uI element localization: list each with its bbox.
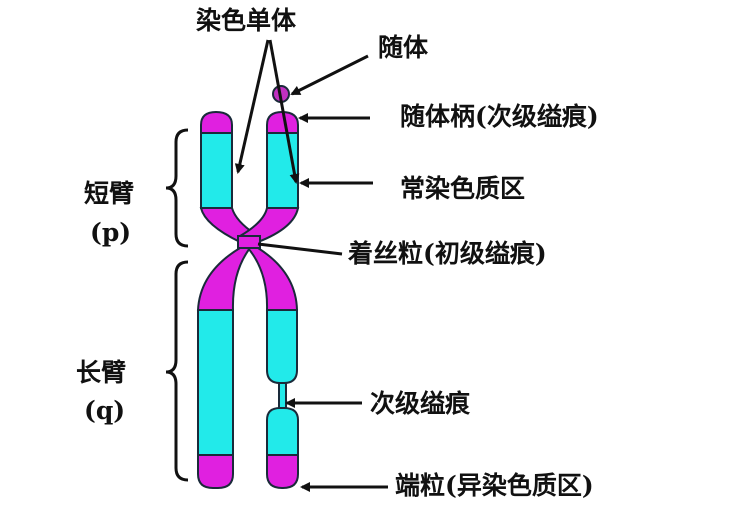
upper-left-arm-telomere <box>200 110 233 134</box>
centromere <box>237 235 261 249</box>
chromatid-arrow-right <box>268 39 300 184</box>
centromere-label: 着丝粒(初级缢痕) <box>348 239 547 268</box>
short-arm-label: 短臂 <box>84 179 135 208</box>
lower-right-arm-euchromatin-lower <box>266 407 299 456</box>
secondary-constriction-label: 次级缢痕 <box>370 389 471 418</box>
lower-left-arm-pericentric <box>196 247 252 311</box>
chromatid-arrow-left <box>234 39 270 174</box>
long-arm-brace <box>165 260 189 482</box>
short-arm-brace <box>165 128 189 248</box>
secondary-constriction <box>278 382 287 409</box>
satellite-label: 随体 <box>378 33 429 62</box>
lower-left-arm-euchromatin <box>197 309 234 456</box>
chromatids-label: 染色单体 <box>196 6 297 35</box>
telomere-label: 端粒(异染色质区) <box>395 471 594 500</box>
lower-right-arm-euchromatin-upper <box>266 309 298 384</box>
short-arm-symbol: (p) <box>90 218 132 247</box>
centromere-line <box>257 242 343 256</box>
upper-left-arm-euchromatin <box>200 132 233 209</box>
long-arm-label: 长臂 <box>76 358 127 387</box>
long-arm-symbol: (q) <box>84 396 126 425</box>
lower-right-arm-pericentric <box>245 247 299 311</box>
upper-right-arm-euchromatin <box>266 132 299 209</box>
satellite-stalk-label: 随体柄(次级缢痕) <box>400 102 599 131</box>
euchromatin-label: 常染色质区 <box>400 174 526 203</box>
lower-right-arm-telomere <box>266 454 299 489</box>
lower-left-arm-telomere <box>197 454 234 489</box>
satellite-arrow <box>290 54 369 96</box>
